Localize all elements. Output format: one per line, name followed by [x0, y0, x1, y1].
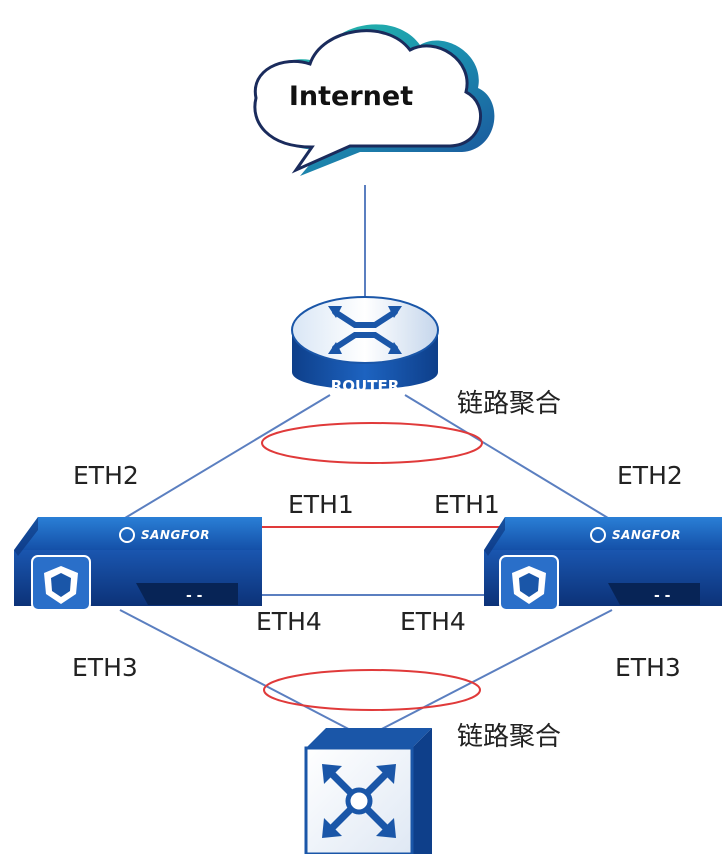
- internet-cloud: Internet: [253, 24, 495, 177]
- aggregation-ring-bottom: [263, 669, 481, 711]
- link-router-left-eth2: [124, 394, 331, 519]
- cloud-icon: [253, 24, 495, 177]
- left-eth3-label: ETH3: [72, 653, 138, 682]
- aggregation-label-bottom: 链路聚合: [457, 722, 561, 752]
- link-right-eth3-switch: [369, 609, 613, 736]
- brand-label: SANGFOR: [141, 528, 210, 542]
- aggregation-ring-top: [261, 422, 483, 464]
- link-router-right-eth2: [404, 394, 609, 519]
- left-eth1-label: ETH1: [288, 490, 354, 519]
- sangfor-logo: SANGFOR: [119, 527, 210, 543]
- links: [119, 185, 613, 736]
- router-label: ROUTER: [331, 377, 400, 395]
- left-eth4-label: ETH4: [256, 607, 322, 636]
- router: ROUTER: [291, 296, 439, 395]
- shield-icon: [499, 555, 559, 611]
- right-firewall: SANGFOR - -: [484, 517, 722, 611]
- switch-icon: [304, 728, 432, 854]
- left-eth2-label: ETH2: [73, 461, 139, 490]
- right-eth4-label: ETH4: [400, 607, 466, 636]
- aggregation-label-top: 链路聚合: [457, 389, 561, 419]
- shield-icon: [31, 555, 91, 611]
- left-firewall: SANGFOR - -: [14, 517, 262, 611]
- router-icon: [291, 296, 439, 390]
- right-eth3-label: ETH3: [615, 653, 681, 682]
- brand-label: SANGFOR: [612, 528, 681, 542]
- sangfor-logo: SANGFOR: [590, 527, 681, 543]
- core-switch: [304, 728, 432, 854]
- right-eth2-label: ETH2: [617, 461, 683, 490]
- right-eth1-label: ETH1: [434, 490, 500, 519]
- cloud-label: Internet: [289, 81, 413, 112]
- panel-indicator: - -: [654, 588, 671, 604]
- link-left-eth3-switch: [119, 609, 361, 736]
- panel-indicator: - -: [186, 588, 203, 604]
